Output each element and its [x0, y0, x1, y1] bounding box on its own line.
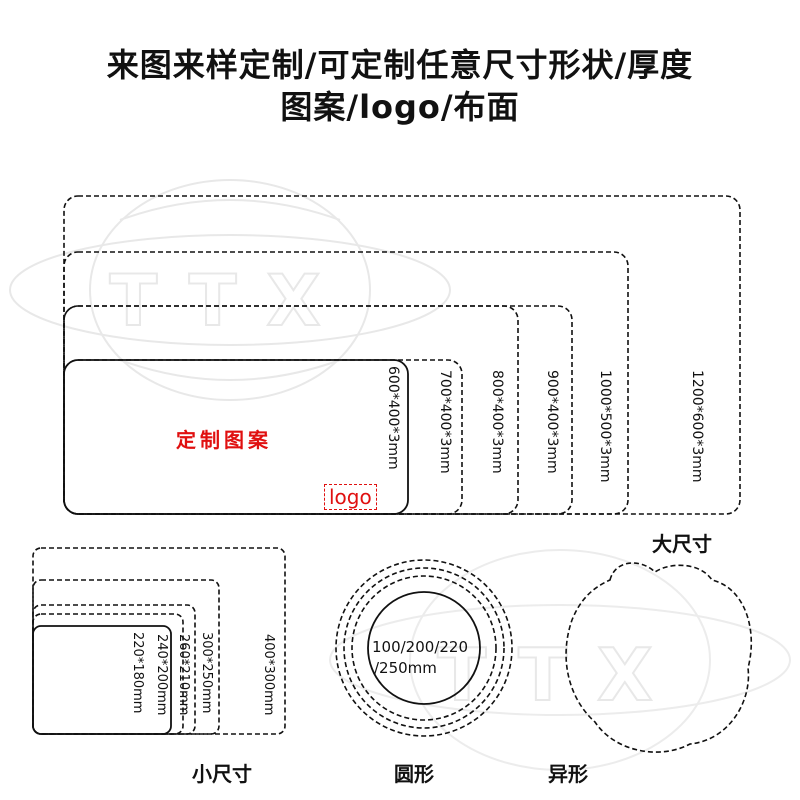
custom-pattern-text: 定制图案 — [176, 428, 272, 452]
rect-220x180 — [32, 625, 172, 735]
caption-large: 大尺寸 — [652, 532, 712, 556]
circle-100 — [367, 591, 481, 705]
label-240x200: 240*200mm — [154, 634, 169, 716]
caption-round: 圆形 — [394, 762, 434, 786]
round-sizes-line-2: /250mm — [374, 659, 437, 677]
rect-1200x600 — [63, 195, 741, 515]
label-900x400: 900*400*3mm — [544, 370, 560, 474]
logo-placeholder: logo — [324, 484, 377, 510]
round-sizes-line-1: 100/200/220 — [372, 638, 468, 656]
caption-irregular: 异形 — [548, 762, 588, 786]
label-400x300: 400*300mm — [261, 634, 276, 716]
label-260x210: 260*210mm — [176, 634, 191, 716]
label-1200x600: 1200*600*3mm — [689, 370, 705, 483]
rect-300x250 — [32, 579, 220, 735]
label-1000x500: 1000*500*3mm — [597, 370, 613, 483]
watermark-text-2: TTX — [437, 633, 682, 717]
circle-200 — [351, 575, 497, 721]
headline-line-1: 来图来样定制/可定制任意尺寸形状/厚度 — [106, 46, 694, 84]
watermark-globe-top — [9, 179, 451, 401]
label-600x400: 600*400*3mm — [385, 366, 401, 470]
irregular-shape — [565, 562, 752, 753]
label-800x400: 800*400*3mm — [489, 370, 505, 474]
label-300x250: 300*250mm — [199, 632, 214, 714]
circle-250 — [335, 559, 513, 737]
watermark-globe-bottom — [329, 549, 791, 771]
circle-220 — [343, 567, 505, 729]
label-220x180: 220*180mm — [130, 632, 145, 714]
caption-small: 小尺寸 — [192, 762, 252, 786]
label-700x400: 700*400*3mm — [437, 370, 453, 474]
headline-line-2: 图案/logo/布面 — [280, 88, 520, 126]
watermark-text-1: TTX — [109, 260, 350, 342]
rect-600x400 — [63, 359, 409, 515]
